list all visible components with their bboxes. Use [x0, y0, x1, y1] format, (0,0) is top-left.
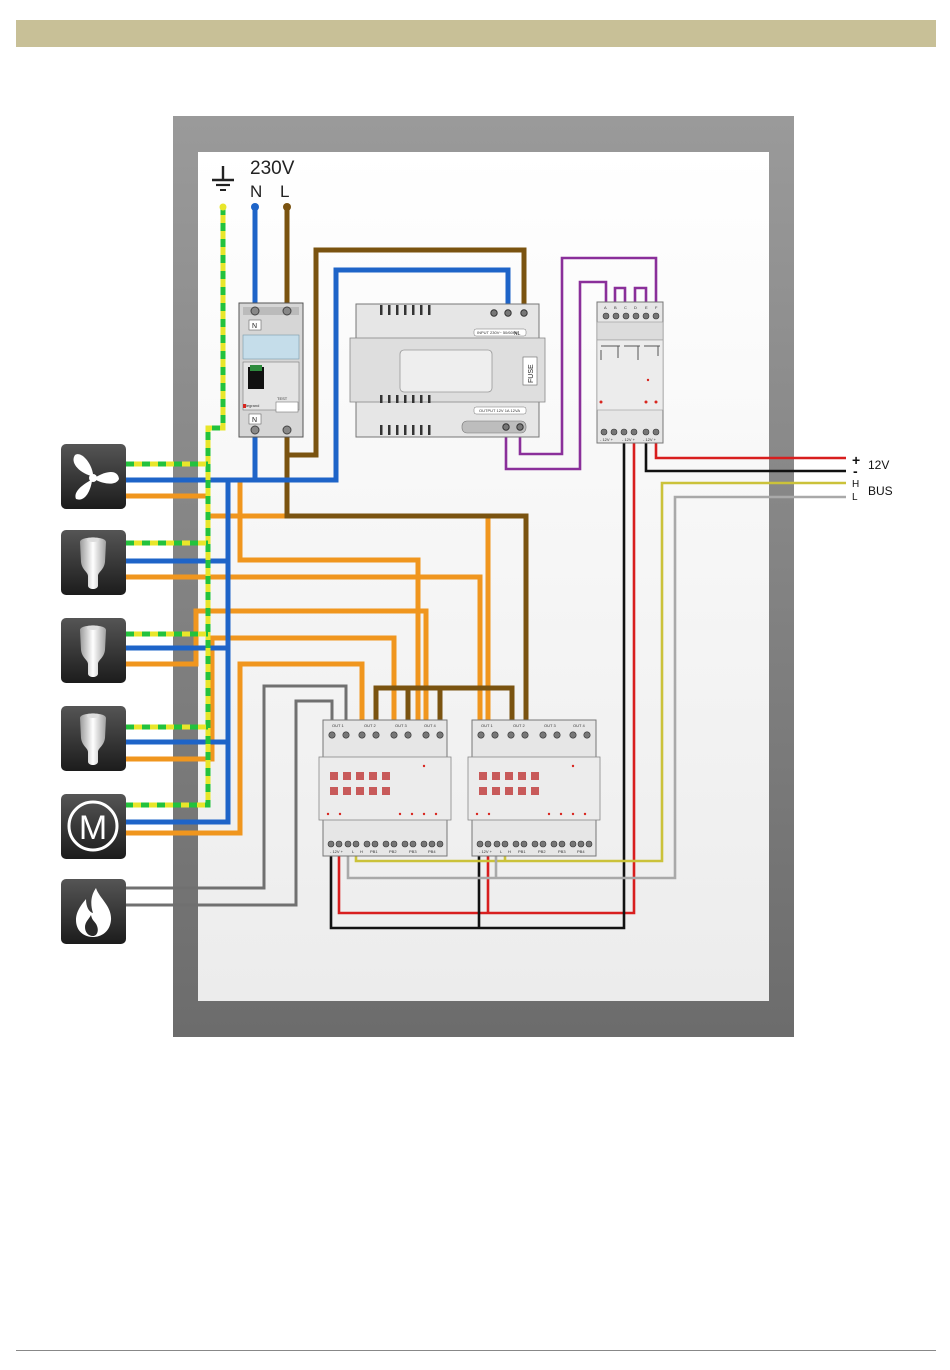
terminal-a-label: A [604, 305, 607, 310]
external-connection-labels: + - 12V H L BUS [852, 452, 893, 503]
relay1-out4-label: OUT 4 [424, 723, 436, 728]
bus-bottom-label-3: - 12V + [643, 437, 657, 442]
relay2-pb3-label: PB3 [558, 849, 566, 854]
device-flame [61, 879, 126, 944]
terminal-b-label: B [614, 305, 617, 310]
device-fan [61, 444, 126, 509]
terminal-e-label: E [645, 305, 648, 310]
h-label: H [852, 479, 859, 490]
relay2-h-label: H [508, 849, 511, 854]
relay2-out2-label: OUT 2 [513, 723, 525, 728]
relay1-pb3-label: PB3 [409, 849, 417, 854]
device-motor: M [61, 794, 126, 859]
breaker-test-label: TEST [277, 396, 288, 401]
relay1-12v-label: - 12V + [330, 849, 344, 854]
12v-label: 12V [868, 458, 889, 472]
power-nl-label: NL [514, 331, 521, 337]
breaker-top-label: N [252, 323, 257, 330]
power-input-label: INPUT 230V~ 50/60Hz [477, 330, 518, 335]
relay2-out1-label: OUT 1 [481, 723, 493, 728]
bus-bottom-label-1: - 12V + [600, 437, 614, 442]
breaker-bottom-label: N [252, 417, 257, 424]
minus-label: - [853, 463, 858, 479]
motor-symbol: M [79, 809, 107, 847]
fuse-label: FUSE [528, 364, 535, 383]
l-label: L [852, 492, 858, 503]
line-label: L [280, 182, 289, 201]
relay2-pb2-label: PB2 [538, 849, 546, 854]
bus-interface-module: A B C D E F - 12V + - 12V + - 12V + [597, 302, 663, 443]
bus-bottom-label-2: - 12V + [622, 437, 636, 442]
relay1-out2-label: OUT 2 [364, 723, 376, 728]
voltage-label: 230V [250, 158, 295, 179]
bus-label: BUS [868, 484, 893, 498]
relay1-pb1-label: PB1 [370, 849, 378, 854]
breaker-brand-label: legrand [246, 403, 259, 408]
relay1-pb2-label: PB2 [389, 849, 397, 854]
device-lamp-1 [61, 530, 126, 595]
terminal-d-label: D [634, 305, 637, 310]
power-supply-module: INPUT 230V~ 50/60Hz NL FUSE OUTPUT 12V 1… [350, 304, 545, 437]
circuit-breaker: N TEST legrand N [239, 303, 303, 437]
footer-line [16, 1350, 936, 1351]
relay1-pb4-label: PB4 [428, 849, 436, 854]
relay-module-2: OUT 1 OUT 2 OUT 3 OUT 4 - 12V + L H PB1 … [468, 720, 600, 856]
relay1-out3-label: OUT 3 [395, 723, 407, 728]
relay-module-1: OUT 1 OUT 2 OUT 3 OUT 4 - 12V + L H PB1 … [319, 720, 451, 856]
relay2-pb1-label: PB1 [518, 849, 526, 854]
relay1-out1-label: OUT 1 [332, 723, 344, 728]
relay2-out3-label: OUT 3 [544, 723, 556, 728]
power-output-label: OUTPUT 12V 1A 12VA [479, 408, 520, 413]
relay2-pb4-label: PB4 [577, 849, 585, 854]
neutral-label: N [250, 182, 262, 201]
relay2-12v-label: - 12V + [479, 849, 493, 854]
device-lamp-3 [61, 706, 126, 771]
device-lamp-2 [61, 618, 126, 683]
terminal-c-label: C [624, 305, 627, 310]
relay2-out4-label: OUT 4 [573, 723, 585, 728]
relay1-h-label: H [360, 849, 363, 854]
